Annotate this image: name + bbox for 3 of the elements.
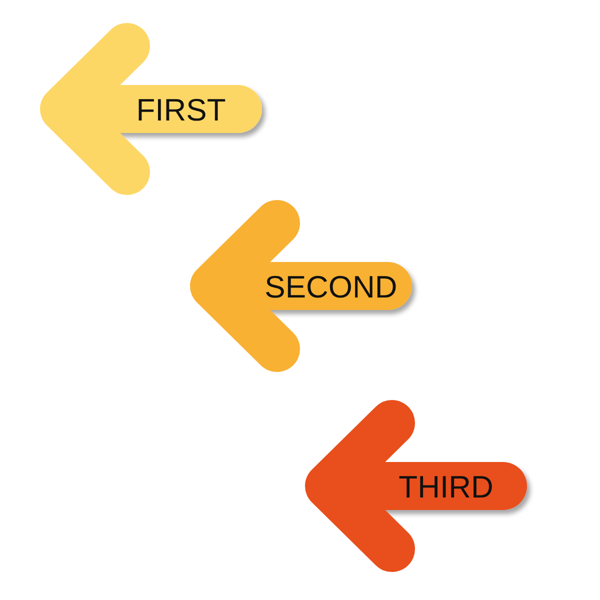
arrow-label: THIRD (398, 472, 494, 502)
arrow-label: FIRST (136, 94, 226, 126)
arrow-label: SECOND (264, 272, 398, 302)
